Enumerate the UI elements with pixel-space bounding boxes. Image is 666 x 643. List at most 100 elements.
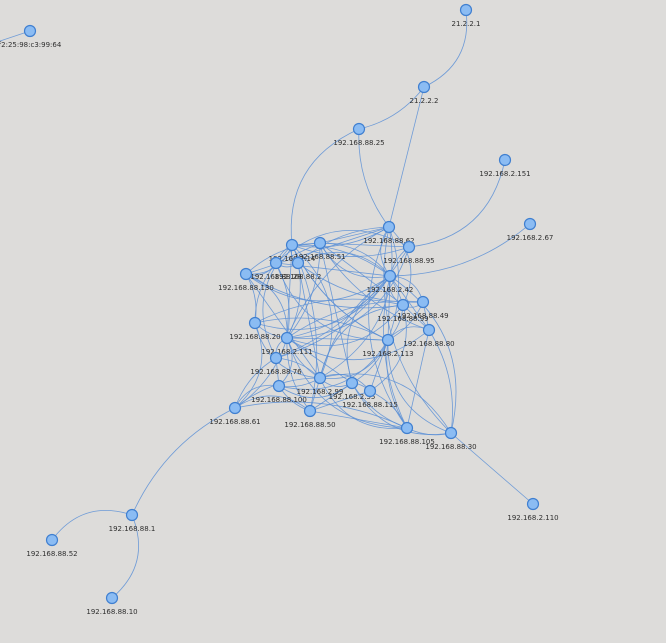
node-circle[interactable] — [313, 236, 327, 250]
graph-edge — [291, 244, 410, 257]
node-n88_10[interactable]: 192.168.88.10 — [86, 591, 138, 617]
node-n88_115[interactable]: 192.168.88.115 — [342, 384, 398, 410]
node-circle[interactable] — [313, 371, 327, 385]
graph-nodes: f2:25:98:c3:99:64 21.2.2.1 21.2.2.2 192.168… — [0, 3, 559, 617]
node-label: 192.168.88.115 — [342, 401, 398, 409]
node-n88_25[interactable]: 192.168.88.25 — [333, 122, 385, 148]
node-n88_2[interactable]: 192.168.88.2 — [275, 256, 322, 282]
node-n88_130[interactable]: 192.168.88.130 — [218, 267, 274, 293]
node-n2_151[interactable]: 192.168.2.151 — [479, 153, 531, 179]
node-label: 192.168.2.113 — [362, 350, 413, 358]
node-circle[interactable] — [291, 256, 305, 270]
node-circle[interactable] — [285, 238, 299, 252]
node-n2_99[interactable]: 192.168.2.99 — [297, 371, 344, 397]
node-n88_99[interactable]: 192.168.88.99 — [377, 298, 429, 324]
node-circle[interactable] — [396, 298, 410, 312]
node-n88_52[interactable]: 192.168.88.52 — [26, 533, 78, 559]
node-label: 192.168.88.30 — [425, 443, 476, 451]
node-label: 192.168.2.110 — [507, 514, 558, 522]
node-circle[interactable] — [459, 3, 473, 17]
graph-edge — [286, 329, 430, 361]
node-circle[interactable] — [269, 351, 283, 365]
graph-edge — [319, 373, 452, 434]
node-circle[interactable] — [363, 384, 377, 398]
node-label: 192.168.88.49 — [397, 312, 448, 320]
node-circle[interactable] — [382, 220, 396, 234]
node-circle[interactable] — [239, 267, 253, 281]
node-circle[interactable] — [422, 323, 436, 337]
node-label: 192.168.88.2 — [275, 273, 322, 281]
node-n88_95[interactable]: 192.168.88.95 — [383, 240, 435, 266]
graph-edge — [234, 322, 263, 409]
node-n2_67[interactable]: 192.168.2.67 — [507, 217, 554, 243]
graph-edge — [275, 262, 391, 277]
node-n21221[interactable]: 21.2.2.1 — [452, 3, 481, 29]
node-circle[interactable] — [228, 401, 242, 415]
node-n88_14[interactable]: 192.168.2.14 — [269, 238, 316, 264]
node-n88_62[interactable]: 192.168.88.62 — [363, 220, 415, 246]
node-circle[interactable] — [498, 153, 512, 167]
node-circle[interactable] — [383, 269, 397, 283]
node-circle[interactable] — [105, 591, 119, 605]
node-mac[interactable]: f2:25:98:c3:99:64 — [0, 24, 62, 50]
node-n88_76[interactable]: 192.168.88.76 — [250, 351, 302, 377]
node-n2_110[interactable]: 192.168.2.110 — [507, 497, 559, 523]
node-n88_61[interactable]: 192.168.88.61 — [209, 401, 261, 427]
node-circle[interactable] — [303, 404, 317, 418]
node-n2_111[interactable]: 192.168.2.111 — [261, 331, 313, 357]
node-circle[interactable] — [381, 333, 395, 347]
node-circle[interactable] — [345, 376, 359, 390]
node-circle[interactable] — [272, 379, 286, 393]
node-n88_1[interactable]: 192.168.88.1 — [109, 508, 156, 534]
graph-edge — [286, 337, 353, 384]
graph-edge — [275, 230, 410, 264]
graph-edge — [254, 275, 391, 330]
node-label: f2:25:98:c3:99:64 — [0, 41, 62, 49]
node-label: 192.168.2.14 — [269, 255, 316, 263]
node-circle[interactable] — [417, 80, 431, 94]
node-n88_20[interactable]: 192.168.88.20 — [229, 316, 281, 342]
node-label: 192.168.88.62 — [363, 237, 414, 245]
graph-edge — [406, 329, 430, 429]
node-label: 192.168.88.51 — [294, 253, 345, 261]
node-n88_51[interactable]: 192.168.88.51 — [294, 236, 346, 262]
node-n88_100[interactable]: 192.168.88.100 — [251, 379, 307, 405]
node-label: 192.168.88.100 — [251, 396, 307, 404]
node-n88_80[interactable]: 192.168.88.80 — [403, 323, 455, 349]
node-circle[interactable] — [444, 426, 458, 440]
node-label: 21.2.2.2 — [410, 97, 439, 105]
node-n88_105[interactable]: 192.168.88.105 — [379, 421, 435, 447]
node-label: 192.168.88.20 — [229, 333, 280, 341]
graph-edge — [234, 401, 408, 429]
node-circle[interactable] — [125, 508, 139, 522]
graph-edge — [297, 262, 321, 379]
node-n88_50[interactable]: 192.168.88.50 — [284, 404, 336, 430]
node-circle[interactable] — [402, 240, 416, 254]
graph-edge — [408, 159, 506, 248]
graph-edge — [388, 86, 425, 228]
node-circle[interactable] — [269, 256, 283, 270]
graph-edge — [278, 382, 353, 399]
graph-edge — [388, 226, 412, 306]
graph-edge — [297, 251, 391, 277]
node-circle[interactable] — [352, 122, 366, 136]
node-n88_30[interactable]: 192.168.88.30 — [425, 426, 477, 452]
node-circle[interactable] — [45, 533, 59, 547]
node-circle[interactable] — [526, 497, 540, 511]
node-n2_113[interactable]: 192.168.2.113 — [362, 333, 414, 359]
node-circle[interactable] — [280, 331, 294, 345]
node-circle[interactable] — [400, 421, 414, 435]
node-circle[interactable] — [416, 295, 430, 309]
graph-edge — [286, 226, 390, 339]
node-n21222[interactable]: 21.2.2.2 — [410, 80, 439, 106]
node-circle[interactable] — [523, 217, 537, 231]
node-n88_28[interactable]: 192.168.88.28 — [250, 256, 302, 282]
graph-edge — [245, 273, 391, 302]
node-circle[interactable] — [23, 24, 37, 38]
node-n88_49[interactable]: 192.168.88.49 — [397, 295, 449, 321]
graph-edge — [309, 410, 408, 429]
node-n2_42[interactable]: 192.168.2.42 — [367, 269, 414, 295]
node-n2_55[interactable]: 192.168.2.55 — [329, 376, 376, 402]
graph-edge — [286, 337, 311, 412]
node-circle[interactable] — [248, 316, 262, 330]
